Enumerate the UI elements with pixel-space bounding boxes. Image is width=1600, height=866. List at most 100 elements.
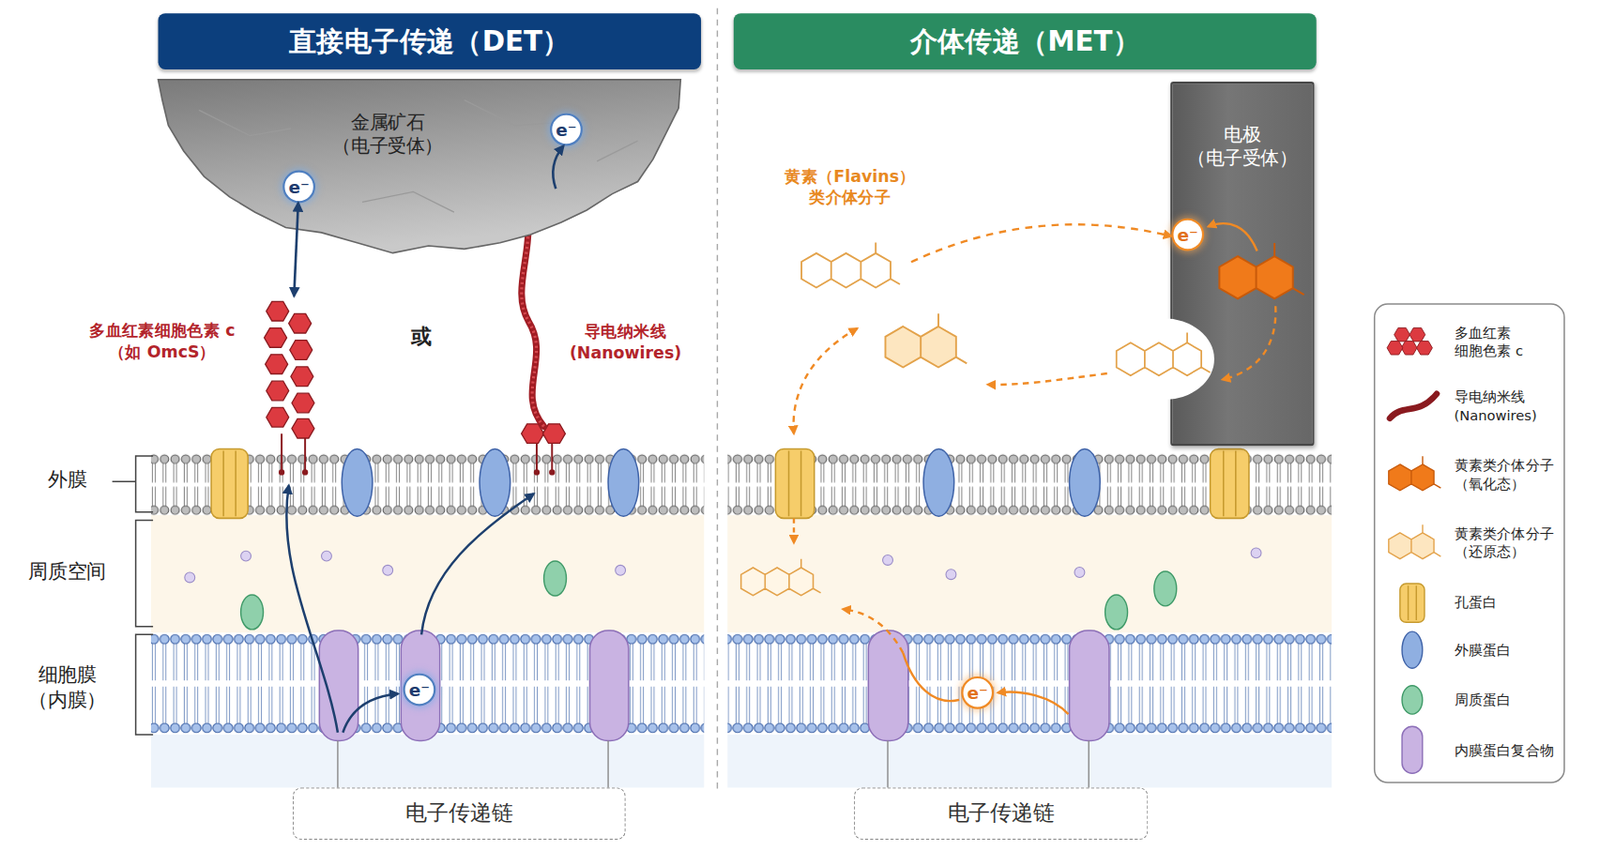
path-part	[997, 692, 1068, 716]
path-part	[988, 373, 1108, 385]
use-part	[266, 301, 290, 321]
path-part	[1223, 451, 1236, 518]
rect-part	[1069, 630, 1110, 741]
rect-part	[868, 630, 908, 741]
electron-circle: e⁻	[282, 170, 316, 204]
flavin-molecule	[884, 313, 967, 367]
leader-line	[337, 740, 1089, 788]
chain-box: 电子传递链	[853, 787, 1148, 839]
node-text: 介体传递（MET）	[910, 23, 1141, 60]
use-part	[266, 380, 290, 401]
node-text: 黄素（Flavins） 类介体分子	[762, 166, 937, 209]
node-text: 多血红素细胞色素 c （如 OmcS）	[75, 320, 249, 363]
electrode-blob	[1112, 318, 1215, 400]
use-part	[291, 393, 315, 413]
rock-texture	[198, 100, 639, 214]
circle-part	[1074, 567, 1085, 579]
node-text: e⁻	[967, 684, 989, 701]
use-part	[290, 366, 314, 387]
circle-part	[279, 470, 284, 474]
ellipse-part	[1069, 448, 1101, 517]
ellipse-part	[608, 448, 640, 517]
legend-text: 外膜蛋白	[1454, 640, 1559, 660]
node-text: 电子传递链	[405, 799, 513, 828]
path-part	[286, 486, 338, 733]
path-part	[281, 433, 552, 472]
rock-shape	[158, 79, 682, 259]
cytochrome-stalk	[279, 433, 555, 474]
path-part	[793, 328, 858, 434]
ellipse-part	[544, 561, 567, 596]
ellipse-part	[341, 448, 373, 517]
periplasm-dot	[184, 548, 1262, 583]
inner-membrane-protein	[319, 630, 1110, 741]
use-part	[1409, 327, 1426, 341]
region-label: 细胞膜 （内膜）	[11, 661, 124, 713]
node-text: 直接电子传递（DET）	[289, 23, 570, 60]
electron-path	[286, 486, 534, 733]
ellipse-part	[923, 448, 955, 517]
rect-part	[1210, 448, 1250, 519]
electron-circle: e⁻	[960, 676, 994, 710]
flavin-molecule	[741, 559, 822, 596]
circle-part	[615, 564, 626, 576]
legend-symbol	[1401, 631, 1423, 669]
use-part	[265, 354, 289, 375]
electron-circle: e⁻	[549, 113, 583, 147]
rect-part	[1400, 583, 1425, 623]
porin	[211, 448, 1250, 519]
circle-part	[945, 569, 957, 580]
bracket	[136, 634, 153, 735]
periplasm-band	[151, 515, 704, 633]
use-part	[266, 407, 290, 427]
periplasmic-protein	[241, 561, 1177, 630]
rect-part	[590, 630, 629, 741]
rock-outline	[158, 79, 682, 254]
legend-text: 黄素类介体分子 （氧化态）	[1454, 456, 1559, 494]
circle-part	[321, 550, 333, 562]
flavin-molecule	[1116, 332, 1211, 376]
path-part	[902, 653, 960, 701]
path-part	[1207, 223, 1257, 251]
rect-part	[400, 630, 440, 741]
circle-part	[1250, 548, 1262, 559]
use-part	[289, 340, 313, 361]
electron-circle: e⁻	[403, 673, 437, 707]
inner-membrane	[727, 632, 1332, 735]
path-part	[842, 609, 903, 654]
legend-text: 多血红素 细胞色素 c	[1454, 322, 1559, 361]
rect-part	[775, 448, 814, 519]
legend-symbol	[1388, 456, 1442, 491]
path-part	[789, 451, 802, 518]
legend-text: 内膜蛋白复合物	[1454, 740, 1559, 760]
node-text: e⁻	[555, 121, 577, 138]
legend-symbol	[1386, 327, 1433, 355]
outer-membrane-protein	[341, 448, 1100, 517]
legend-symbol	[1401, 685, 1423, 715]
legend-symbol	[1388, 524, 1442, 560]
legend-text: 周质蛋白	[1454, 690, 1559, 710]
cytoplasm-band	[151, 734, 704, 789]
region-label: 周质空间	[28, 559, 107, 585]
ellipse-part	[1105, 594, 1128, 630]
flavin-molecule: 黄素（Flavins） 类介体分子	[793, 229, 912, 307]
ellipse-part	[1154, 571, 1177, 607]
panel-banner: 介体传递（MET）	[733, 13, 1317, 70]
panel-divider	[716, 8, 718, 794]
bracket	[136, 520, 153, 627]
node-text: 电子传递链	[947, 799, 1055, 828]
node-text: 导电纳米线 (Nanowires)	[563, 321, 686, 365]
node-text: 金属矿石 （电子受体）	[311, 109, 465, 158]
rect-part	[211, 448, 248, 519]
connector-arrow	[911, 224, 1172, 262]
electrode: 电极 （电子受体）e⁻	[1170, 81, 1314, 446]
circle-part	[534, 470, 539, 474]
legend-text: 孔蛋白	[1454, 593, 1559, 612]
rect-part	[319, 630, 358, 741]
ellipse-part	[241, 594, 264, 630]
circle-part	[184, 572, 196, 583]
